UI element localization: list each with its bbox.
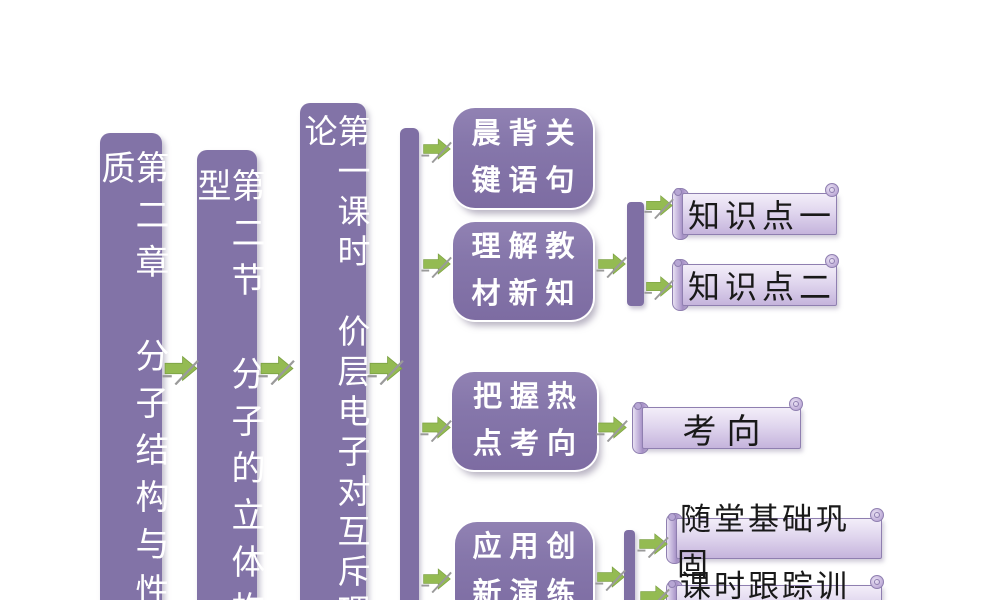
- scroll-curl: [870, 508, 884, 522]
- chapter-bar: 第二章 分子结构与性质: [96, 133, 167, 600]
- connector-bar-knowledge: [627, 202, 644, 306]
- chapter-bar-label: 第二章 分子结构与性质: [96, 150, 167, 600]
- flow-arrow-icon: [258, 352, 295, 385]
- flow-arrow-icon: [420, 413, 452, 442]
- box-line: 应用创: [472, 531, 584, 563]
- box-line: 材新知: [471, 278, 583, 310]
- scroll-label: 课时跟踪训练: [680, 568, 850, 600]
- flow-arrow-icon: [421, 250, 452, 278]
- flow-arrow-icon: [595, 563, 626, 591]
- scroll-label: 知识点二: [688, 269, 837, 305]
- lesson-bar: 第一课时 价层电子对互斥理论: [299, 103, 368, 600]
- box-morning-key-sentences: 晨背关 键语句: [453, 108, 593, 208]
- box-line: 理解教: [471, 231, 583, 263]
- flow-arrow-icon: [421, 135, 452, 163]
- box-line: 新演练: [472, 578, 584, 600]
- flow-arrow-icon: [421, 565, 452, 593]
- scroll-classroom-consolidation: 随堂基础巩固: [666, 502, 885, 582]
- scroll-label: 知识点一: [688, 198, 837, 234]
- scroll-label: 考向: [682, 413, 771, 451]
- scroll-curl: [825, 254, 839, 268]
- scroll-knowledge-point-2: 知识点二: [672, 254, 840, 313]
- box-line: 晨背关: [471, 118, 583, 150]
- box-line: 点考向: [472, 428, 584, 460]
- connector-bar-main: [400, 128, 419, 600]
- scroll-label: 随堂基础巩固: [677, 501, 850, 582]
- box-understand-textbook: 理解教 材新知: [453, 222, 593, 320]
- flow-arrow-icon: [644, 273, 674, 300]
- scroll-knowledge-point-1: 知识点一: [672, 183, 840, 242]
- box-line: 键语句: [471, 165, 583, 197]
- box-apply-innovate: 应用创 新演练: [455, 522, 593, 600]
- section-bar-label: 第二节 分子的立体构型: [192, 168, 263, 600]
- scroll-curl: [789, 397, 803, 411]
- flow-arrow-icon: [367, 352, 404, 385]
- connector-bar-practice: [624, 530, 635, 600]
- box-grasp-exam-focus: 把握热 点考向: [452, 372, 597, 470]
- flow-arrow-icon: [162, 352, 199, 385]
- scroll-curl: [870, 575, 884, 589]
- flow-arrow-icon: [596, 250, 627, 278]
- flow-arrow-icon: [596, 413, 628, 442]
- lesson-bar-label: 第一课时 价层电子对互斥理论: [299, 114, 368, 600]
- section-bar: 第二节 分子的立体构型: [192, 150, 263, 600]
- scroll-curl: [825, 183, 839, 197]
- scroll-lesson-tracking: 课时跟踪训练: [666, 569, 885, 600]
- box-line: 把握热: [472, 381, 584, 413]
- flow-arrow-icon: [638, 582, 670, 600]
- flow-arrow-icon: [637, 530, 669, 558]
- scroll-exam-direction: 考向: [632, 397, 804, 456]
- flow-arrow-icon: [644, 192, 674, 219]
